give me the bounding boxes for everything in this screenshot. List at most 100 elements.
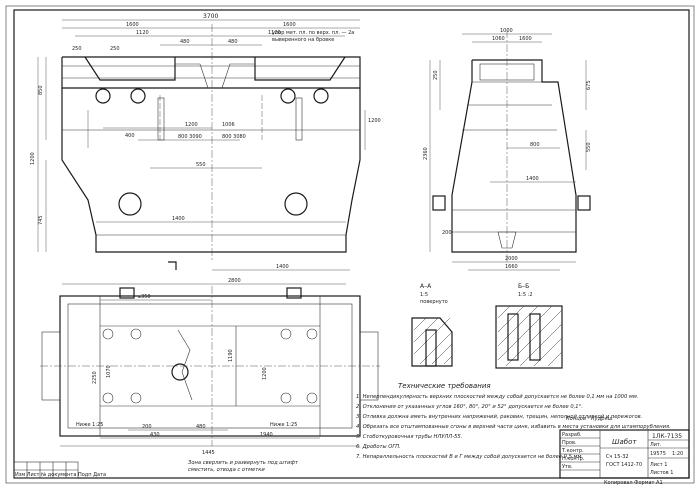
drawing-frame-outer (5, 5, 695, 484)
dim-front-hole-b: 800 3080 (222, 134, 246, 140)
section-a-a-note: повернуто (420, 299, 448, 305)
dim-plan-bottom-a: 200 (142, 424, 152, 430)
section-a-a-label: А–А (420, 283, 432, 290)
dim-plan-hole: ⌀350 (138, 294, 151, 300)
title-stage: Лит. (650, 442, 662, 448)
dim-front-center-b: 1006 (222, 122, 235, 128)
title-row-dev: Разраб. (562, 432, 582, 438)
leader-front-top-note2: выверенного на бровке (272, 37, 334, 43)
dim-side-right-a: 675 (586, 80, 592, 90)
plan-hole-3 (102, 392, 114, 404)
dim-front-height-total: 1200 (30, 152, 36, 165)
plan-hole-8 (306, 392, 318, 404)
copy-note: Копировал Формат А1 (604, 480, 663, 486)
plan-hole-7 (280, 392, 292, 404)
dim-plan-bottom-c: 430 (150, 432, 160, 438)
dim-side-mid-b: 1400 (526, 176, 539, 182)
plan-center-hole (171, 363, 189, 381)
dim-front-side-a: 1200 (368, 118, 381, 124)
title-mass: 19575 (650, 451, 666, 457)
front-lower-hole-right (284, 192, 308, 216)
title-designation: 1ЛК-7135 (652, 433, 682, 440)
dim-side-height: 2360 (423, 147, 429, 160)
revision-stamp: Изм Лист № документа Подп Дата (13, 461, 106, 479)
dim-front-center-c: 550 (196, 162, 206, 168)
title-sheets: Листов 1 (650, 470, 673, 476)
leader-plan-right-note: Ниже 1:25 (270, 422, 297, 428)
front-upper-hole-4 (313, 88, 329, 104)
section-a-a: А–А 1:5 повернуто (411, 283, 453, 367)
plan-hole-5 (280, 328, 292, 340)
title-row-approve: Утв. (562, 464, 573, 470)
dim-front-base-width: 2800 (228, 278, 241, 284)
plan-hole-2 (130, 328, 142, 340)
title-row-check: Пров. (562, 440, 577, 446)
dim-side-bottom-b: 1660 (505, 264, 518, 270)
dim-front-hole-a: 800 3090 (178, 134, 202, 140)
tech-req-title: Технические требования (398, 382, 491, 390)
dim-plan-bottom-b: 480 (196, 424, 206, 430)
title-part-name: Шабот (612, 438, 637, 446)
dim-side-gap: 200 (442, 230, 452, 236)
tech-req-item-7: 7. Непараллельность плоскостей В и Г меж… (356, 454, 583, 460)
dim-front-pitch: 400 (125, 133, 135, 139)
dim-front-height-lower: 745 (38, 215, 44, 225)
tech-req-item-6: 6. Дроботы ОГП. (356, 444, 401, 450)
dim-front-total-width: 3700 (203, 13, 218, 20)
title-material-2: ГОСТ 1412-70 (606, 462, 642, 468)
dim-front-inner-right: 1120 (268, 30, 281, 36)
dim-plan-bottom-d: 1940 (260, 432, 273, 438)
dim-front-inner-left: 1120 (136, 30, 149, 36)
title-material-1: Сч 15-32 (606, 454, 629, 460)
title-scale: 1:20 (672, 451, 683, 457)
dim-side-bottom: 2000 (505, 256, 518, 262)
tech-req-item-3: 3. Отливка должна иметь внутренних напря… (356, 414, 642, 420)
section-a-a-scale: 1:5 (420, 292, 428, 298)
leader-front-top-note: упор мет. пл. по верх. пл. — 2а (272, 30, 354, 36)
revision-stamp-label: Изм Лист № документа Подп Дата (15, 472, 106, 478)
dim-side-left-a: 250 (433, 70, 439, 80)
section-b-b-label: Б–Б (518, 283, 529, 290)
dim-plan-left-b: 1070 (106, 365, 112, 378)
dim-side-top-b: 1600 (519, 36, 532, 42)
dim-plan-mid-b: 1200 (262, 367, 268, 380)
dim-front-width-right: 1600 (283, 22, 296, 28)
dim-front-bottom-b: 1400 (276, 264, 289, 270)
dim-plan-mid: 1190 (228, 349, 234, 362)
tech-req-item-1: 1. Неперпендикулярность верхних плоскост… (356, 394, 638, 400)
title-row-tcontrol: Т.контр. (561, 448, 584, 454)
front-upper-hole-2 (130, 88, 146, 104)
dim-front-top-d: 250 (110, 46, 120, 52)
dim-front-top-c: 250 (72, 46, 82, 52)
dim-side-mid: 800 (530, 142, 540, 148)
dim-front-top-b: 480 (228, 39, 238, 45)
plan-hole-4 (130, 392, 142, 404)
title-block: Разраб. Пров. Т.контр. Н.контр. Утв. 1ЛК… (559, 429, 690, 486)
title-row-ncontrol: Н.контр. (562, 456, 585, 462)
dim-plan-left-a: 2250 (92, 371, 98, 384)
dim-front-width-left: 1600 (126, 22, 139, 28)
approval-signature: Концов · Кудряш (566, 416, 613, 422)
side-view: 1000 1060 1600 2360 250 675 550 800 1400… (423, 28, 592, 271)
front-upper-hole-3 (280, 88, 296, 104)
section-b-b-scale: 1:5 :2 (518, 292, 533, 298)
front-view: 3700 1600 1600 1120 1120 480 480 250 250… (30, 13, 381, 285)
plan-hole-1 (102, 328, 114, 340)
dim-side-top-a: 1060 (492, 36, 505, 42)
dim-front-center-a: 1200 (185, 122, 198, 128)
plan-view: ⌀350 2250 1070 1190 1200 200 480 430 194… (40, 286, 380, 473)
dim-plan-total: 1445 (202, 450, 215, 456)
front-lower-hole-left (118, 192, 142, 216)
plan-bottom-note-line1: Зона сверлить и развернуть под штифт (188, 460, 299, 466)
title-sheet: Лист 1 (650, 462, 667, 468)
drawing-frame-inner (13, 9, 690, 479)
tech-req-item-5: 5. Стоботкуровочная трубы НЛУЛЛ-55. (356, 434, 462, 440)
leader-plan-left-note: Ниже 1:25 (76, 422, 103, 428)
dim-front-top-a: 480 (180, 39, 190, 45)
plan-bottom-note-line2: сместить, отвода с отметки (188, 467, 265, 473)
dim-front-height-upper: 850 (38, 85, 44, 95)
technical-requirements: Технические требования 1. Неперпендикуля… (356, 382, 671, 460)
tech-req-item-4: 4. Обрезать все отштампованные сгоны в в… (356, 424, 671, 430)
dim-side-right-b: 550 (586, 142, 592, 152)
